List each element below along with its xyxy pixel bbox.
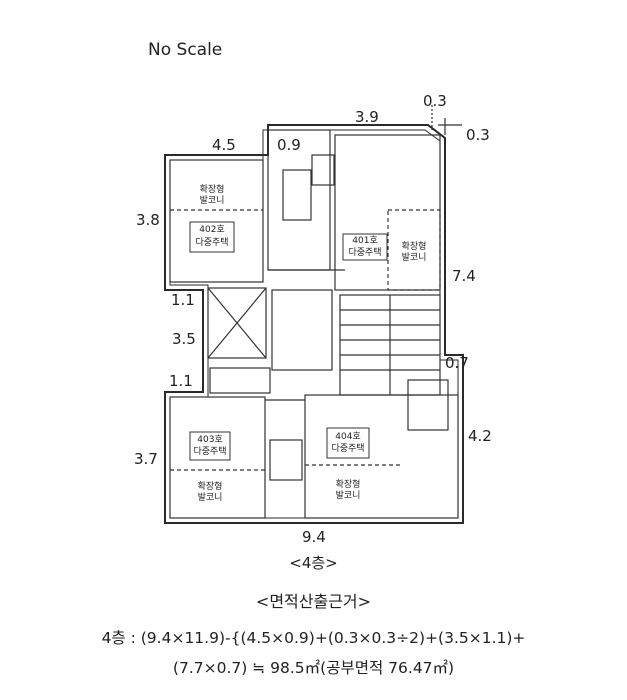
dim-top-notch: 0.9 xyxy=(277,136,301,154)
dim-top-right: 3.9 xyxy=(355,108,379,126)
area-basis-title: <면적산출근거> xyxy=(255,592,372,611)
room-403 xyxy=(169,396,266,519)
dim-left-lower: 3.7 xyxy=(134,450,158,468)
dim-corner-a: 0.3 xyxy=(423,92,447,110)
area-calc-line-1: 4층 : (9.4×11.9)-{(4.5×0.9)+(0.3×0.3÷2)+(… xyxy=(101,629,526,647)
dim-gap-1: 1.1 xyxy=(171,291,195,309)
dim-right-lower: 4.2 xyxy=(468,427,492,445)
floor-label: <4층> xyxy=(289,554,338,572)
u403-type: 다중주택 xyxy=(193,447,227,457)
dim-bottom: 9.4 xyxy=(302,528,326,546)
dim-gap-2: 1.1 xyxy=(169,372,193,390)
room-402 xyxy=(169,159,264,283)
u401-balcony: 확장형 발코니 xyxy=(401,242,427,263)
u404-type: 다중주택 xyxy=(331,444,365,454)
room-404 xyxy=(304,394,459,519)
core xyxy=(207,287,267,359)
dim-right-upper: 7.4 xyxy=(452,267,476,285)
u403-balcony: 확장형 발코니 xyxy=(197,482,223,503)
u401-type: 다중주택 xyxy=(348,248,382,258)
u401-number: 401호 xyxy=(352,236,378,246)
scale-note: No Scale xyxy=(148,40,223,60)
u402-type: 다중주택 xyxy=(195,238,229,248)
dim-corner-b: 0.3 xyxy=(466,126,490,144)
u402-number: 402호 xyxy=(199,225,225,235)
u404-number: 404호 xyxy=(335,432,361,442)
dim-top-left: 4.5 xyxy=(212,136,236,154)
dim-core-height: 3.5 xyxy=(172,330,196,348)
u403-number: 403호 xyxy=(197,435,223,445)
dim-left-upper: 3.8 xyxy=(136,211,160,229)
outer-wall xyxy=(164,124,464,524)
dim-right-step: 0.7 xyxy=(445,354,469,372)
u402-balcony: 확장형 발코니 xyxy=(199,185,225,206)
area-calc-line-2: (7.7×0.7) ≒ 98.5㎡(공부면적 76.47㎡) xyxy=(172,659,455,677)
u404-balcony: 확장형 발코니 xyxy=(335,480,361,501)
